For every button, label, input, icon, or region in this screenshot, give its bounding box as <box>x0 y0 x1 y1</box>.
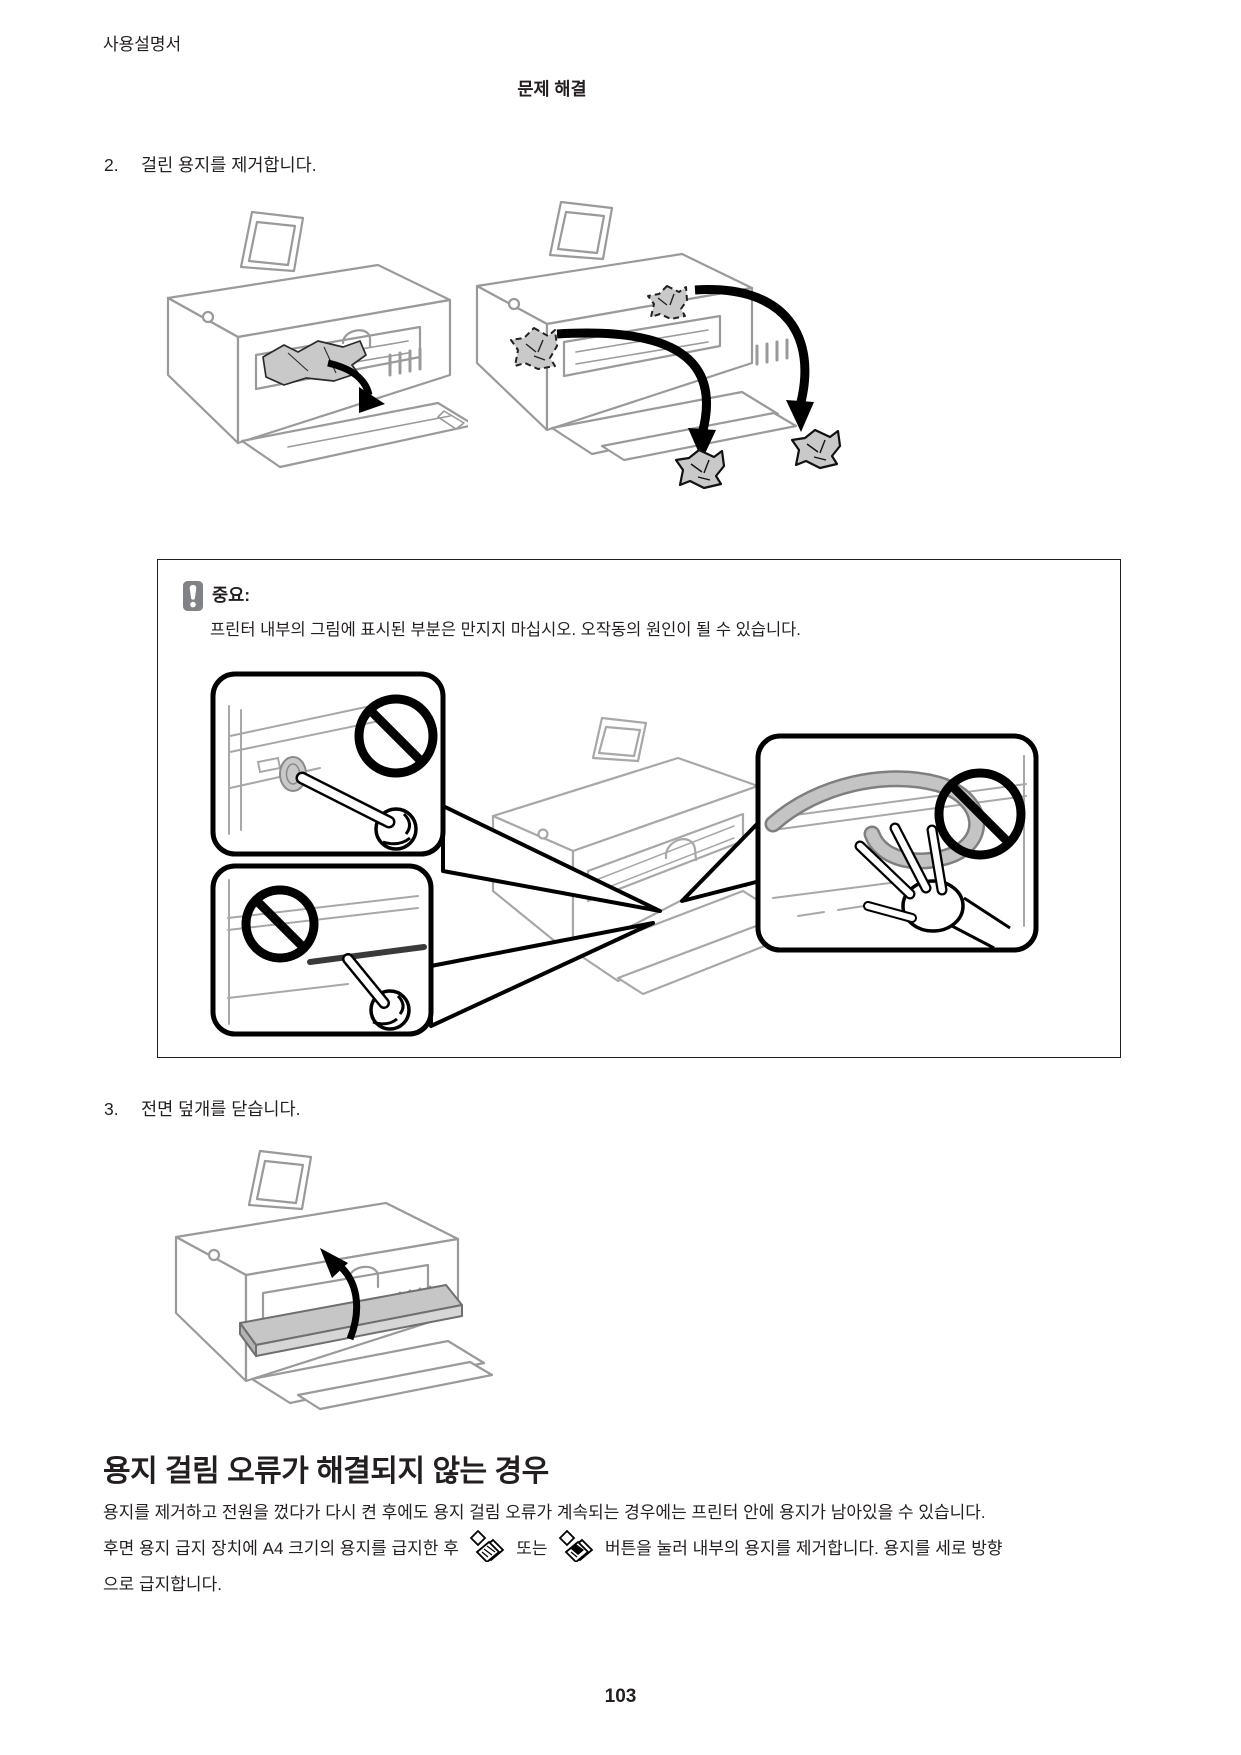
important-notice-box: 중요: 프린터 내부의 그림에 표시된 부분은 만지지 마십시오. 오작동의 원… <box>157 559 1121 1058</box>
callout-pointers <box>429 804 762 1028</box>
important-label: 중요: <box>212 585 251 605</box>
section-paragraph-1: 용지를 제거하고 전원을 껐다가 다시 켠 후에도 용지 걸림 오류가 계속되는… <box>103 1503 986 1522</box>
important-exclamation-icon <box>183 581 203 611</box>
removal-arrow-center <box>556 328 716 460</box>
chapter-title: 문제 해결 <box>517 79 587 99</box>
hand-touching-cable <box>854 822 1011 950</box>
figure-do-not-touch <box>210 671 1039 1037</box>
callout-right <box>755 733 1039 953</box>
color-copy-button-icon <box>558 1530 594 1562</box>
doc-title: 사용설명서 <box>103 35 182 54</box>
step-2-number: 2. <box>104 155 119 175</box>
crumpled-paper-inside-top <box>647 285 688 320</box>
prohibition-sign-top-left <box>354 694 438 778</box>
callout-top-left <box>210 671 446 857</box>
important-body-text: 프린터 내부의 그림에 표시된 부분은 만지지 마십시오. 오작동의 원인이 될… <box>210 621 801 639</box>
paragraph-2-after: 버튼을 눌러 내부의 용지를 제거합니다. 용지를 세로 방향 <box>604 1539 1003 1558</box>
prohibition-sign-bottom-left <box>241 885 319 963</box>
crumpled-paper-inside-left <box>510 327 558 370</box>
step-3: 3. 전면 덮개를 닫습니다. <box>104 1096 301 1121</box>
hand-pointing-shaft <box>342 953 411 1031</box>
step-3-number: 3. <box>104 1099 119 1119</box>
figure-printer-crumpled-paper <box>475 200 842 490</box>
crumpled-paper-out-right <box>790 428 842 470</box>
section-heading: 용지 걸림 오류가 해결되지 않는 경우 <box>103 1455 549 1488</box>
removal-arrow-right <box>694 285 814 432</box>
step-3-text: 전면 덮개를 닫습니다. <box>141 1099 301 1119</box>
jammed-paper-shape <box>262 340 367 386</box>
front-cover-shape <box>239 1284 463 1357</box>
prohibition-sign-right <box>934 768 1026 860</box>
pull-out-arrow <box>327 359 385 413</box>
figure-printer-jam-front <box>166 210 468 469</box>
section-paragraph-2: 후면 용지 급지 장치에 A4 크기의 용지를 급지한 후 또는 버튼을 눌러 … <box>103 1530 1148 1603</box>
step-2-text: 걸린 용지를 제거합니다. <box>141 155 317 175</box>
paragraph-2-before: 후면 용지 급지 장치에 A4 크기의 용지를 급지한 후 <box>103 1539 459 1558</box>
center-printer-art <box>491 716 812 996</box>
callout-bottom-left <box>210 863 434 1037</box>
page-number: 103 <box>604 1686 637 1707</box>
step-2: 2. 걸린 용지를 제거합니다. <box>104 152 317 177</box>
paragraph-2-line2: 으로 급지합니다. <box>103 1575 222 1594</box>
paragraph-2-or: 또는 <box>516 1539 548 1558</box>
figure-close-front-cover <box>174 1149 493 1411</box>
bw-copy-button-icon <box>470 1530 505 1562</box>
hand-pointing-roller <box>295 771 418 851</box>
close-cover-arrow <box>320 1248 361 1341</box>
crumpled-paper-out-center <box>674 448 726 490</box>
